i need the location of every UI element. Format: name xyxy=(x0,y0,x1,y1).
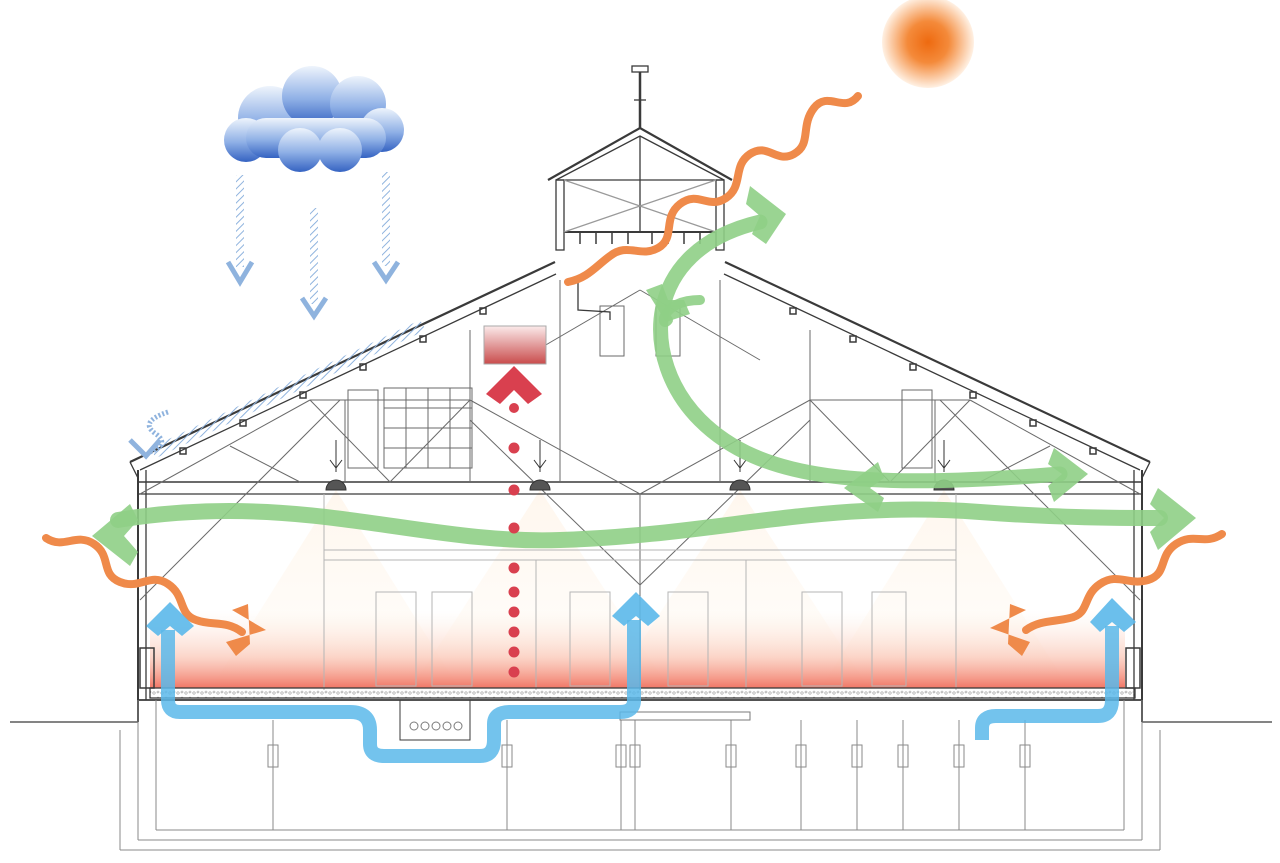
air-arrow-up-icon xyxy=(146,602,194,636)
solar-arrow-right-icon xyxy=(226,604,266,656)
building-structure xyxy=(10,65,1272,851)
rain-arrow-icon xyxy=(299,208,329,321)
air-arrow-up-icon xyxy=(1090,598,1136,632)
vent-arrow-out-icon xyxy=(1048,448,1088,502)
solar-arrowheads xyxy=(226,604,1030,656)
heat-chevron-icon xyxy=(486,366,542,404)
roof-lantern xyxy=(547,126,733,251)
air-arrow-up-icon xyxy=(612,592,660,626)
radiator-left xyxy=(139,647,155,689)
rain-arrows xyxy=(225,172,401,321)
pendant-lamp-icon xyxy=(325,440,347,491)
foundation xyxy=(119,699,1161,851)
solar-radiation xyxy=(42,92,1226,636)
rain-arrow-icon xyxy=(225,175,255,287)
vent-arrow-left-icon xyxy=(92,504,138,566)
vent-arrow-right-icon xyxy=(1150,488,1196,550)
roof-vent-stack xyxy=(631,65,649,128)
vent-arrow-back-icon xyxy=(844,462,884,512)
solar-panel-hatch xyxy=(150,320,426,458)
solar-arrow-left-icon xyxy=(990,604,1030,656)
cross-ventilation-flow xyxy=(110,214,1168,549)
vent-arrow-down-icon xyxy=(646,284,690,322)
rain-arrow-icon xyxy=(371,172,401,285)
earth-duct-airflow xyxy=(161,620,1119,763)
cloud-icon xyxy=(224,66,404,172)
sun-icon xyxy=(882,0,974,88)
ventilation-arrowheads xyxy=(92,186,1196,566)
heat-rise-dots xyxy=(508,403,520,678)
gable-window-grid xyxy=(383,387,473,469)
heat-recovery-unit xyxy=(483,325,547,365)
roof-purlins xyxy=(179,307,1097,455)
interior-partitions xyxy=(323,494,957,690)
floor-slab xyxy=(149,687,1136,699)
roof-right xyxy=(724,261,1151,463)
vent-arrow-up-icon xyxy=(746,186,786,244)
pendant-lamp-icon xyxy=(529,440,551,491)
radiator-right xyxy=(1125,647,1141,689)
earth-duct-arrowheads xyxy=(146,592,1136,636)
gable-doors xyxy=(347,305,933,469)
